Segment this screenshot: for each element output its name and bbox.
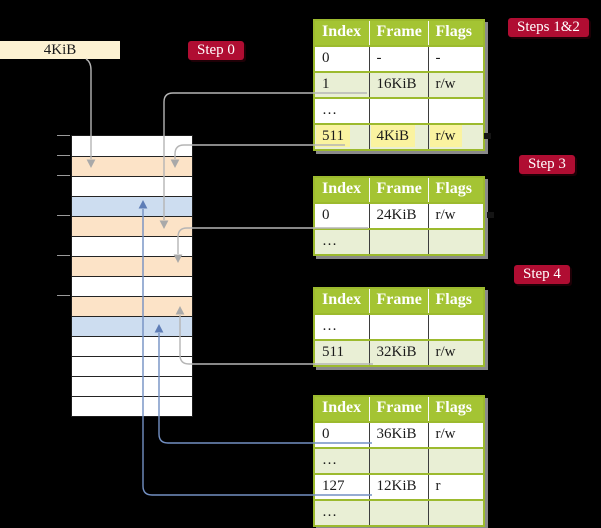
cell-flags — [428, 228, 484, 255]
address-tick — [57, 175, 70, 176]
memory-frame-row — [72, 276, 192, 296]
badge-step-0: Step 0 — [188, 41, 244, 60]
frame-size-label: 4KiB — [0, 41, 120, 59]
table-row: … — [314, 228, 484, 255]
table-row: 1 16KiB r/w — [314, 71, 484, 98]
cell-flags — [428, 447, 484, 474]
memory-frame-row — [72, 176, 192, 196]
cell-index: … — [314, 447, 370, 474]
table-header-row: Index Frame Flags — [314, 396, 484, 422]
col-header-flags: Flags — [428, 20, 484, 46]
cell-index: 1 — [314, 71, 370, 98]
memory-frame-row — [72, 376, 192, 396]
badge-step-3: Step 3 — [519, 155, 575, 174]
memory-frame-row — [72, 136, 192, 156]
highlight-frame: 4KiB — [370, 124, 416, 147]
col-header-flags: Flags — [428, 396, 484, 422]
cell-flags: r/w — [428, 123, 484, 150]
cell-flags: - — [428, 45, 484, 72]
cell-index: 511 — [314, 339, 370, 366]
page-table-1: Index Frame Flags 0 - - 1 16KiB r/w … 51… — [313, 19, 485, 151]
table-row: 0 - - — [314, 45, 484, 72]
col-header-frame: Frame — [369, 288, 429, 314]
memory-frame-row — [72, 336, 192, 356]
table-row: … — [314, 499, 484, 526]
highlight-flags: r/w — [429, 124, 462, 147]
memory-frame-row — [72, 356, 192, 376]
memory-frame-row — [72, 156, 192, 176]
badge-step-4: Step 4 — [514, 265, 570, 284]
cell-frame — [369, 447, 429, 474]
cell-frame — [369, 228, 429, 255]
col-header-index: Index — [314, 288, 370, 314]
cell-frame: 12KiB — [369, 473, 429, 500]
cell-index: 0 — [314, 45, 370, 72]
table-row: … — [314, 447, 484, 474]
cell-frame: 32KiB — [369, 339, 429, 366]
memory-frame-row — [72, 316, 192, 336]
cell-frame — [369, 97, 429, 124]
cell-flags: r/w — [428, 421, 484, 448]
col-header-frame: Frame — [369, 20, 429, 46]
cell-flags: r — [428, 473, 484, 500]
address-tick — [57, 295, 70, 296]
cell-frame: 16KiB — [369, 71, 429, 98]
table-row: … — [314, 313, 484, 340]
cell-index: 0 — [314, 202, 370, 229]
col-header-index: Index — [314, 396, 370, 422]
page-table-3: Index Frame Flags … 511 32KiB r/w — [313, 287, 485, 367]
memory-frame-row — [72, 196, 192, 216]
cell-flags: r/w — [428, 202, 484, 229]
cell-index: … — [314, 97, 370, 124]
table-header-row: Index Frame Flags — [314, 20, 484, 46]
cutoff-arrow-stub — [487, 212, 494, 218]
cell-frame: 36KiB — [369, 421, 429, 448]
memory-frame-row — [72, 236, 192, 256]
cell-flags: r/w — [428, 71, 484, 98]
cell-frame: 4KiB — [369, 123, 429, 150]
cell-index: 511 — [314, 123, 370, 150]
address-tick — [57, 215, 70, 216]
table-row: 0 36KiB r/w — [314, 421, 484, 448]
table-header-row: Index Frame Flags — [314, 177, 484, 203]
cell-frame — [369, 313, 429, 340]
table-header-row: Index Frame Flags — [314, 288, 484, 314]
cell-flags: r/w — [428, 339, 484, 366]
cell-flags — [428, 499, 484, 526]
cell-index: … — [314, 228, 370, 255]
address-tick — [57, 155, 70, 156]
col-header-index: Index — [314, 20, 370, 46]
cell-flags — [428, 313, 484, 340]
table-row: 511 32KiB r/w — [314, 339, 484, 366]
col-header-frame: Frame — [369, 396, 429, 422]
memory-column — [71, 135, 193, 417]
memory-frame-row — [72, 256, 192, 276]
table-row-highlighted: 511 4KiB r/w — [314, 123, 484, 150]
table-row: 127 12KiB r — [314, 473, 484, 500]
address-tick — [57, 135, 70, 136]
cell-index: … — [314, 313, 370, 340]
cell-index: 127 — [314, 473, 370, 500]
table-row: 0 24KiB r/w — [314, 202, 484, 229]
cell-flags — [428, 97, 484, 124]
memory-frame-row — [72, 396, 192, 416]
col-header-frame: Frame — [369, 177, 429, 203]
memory-frame-row — [72, 216, 192, 236]
memory-frame-row — [72, 296, 192, 316]
page-table-4: Index Frame Flags 0 36KiB r/w … 127 12Ki… — [313, 395, 485, 527]
col-header-index: Index — [314, 177, 370, 203]
col-header-flags: Flags — [428, 288, 484, 314]
badge-steps-1-2: Steps 1&2 — [508, 18, 589, 37]
cell-frame: 24KiB — [369, 202, 429, 229]
page-table-2: Index Frame Flags 0 24KiB r/w … — [313, 176, 485, 256]
cell-index: … — [314, 499, 370, 526]
cell-index: 0 — [314, 421, 370, 448]
address-tick — [57, 255, 70, 256]
cell-frame: - — [369, 45, 429, 72]
table-row: … — [314, 97, 484, 124]
cell-frame — [369, 499, 429, 526]
cutoff-arrow-stub — [484, 133, 491, 139]
highlight-index: 511 — [316, 124, 350, 147]
col-header-flags: Flags — [428, 177, 484, 203]
